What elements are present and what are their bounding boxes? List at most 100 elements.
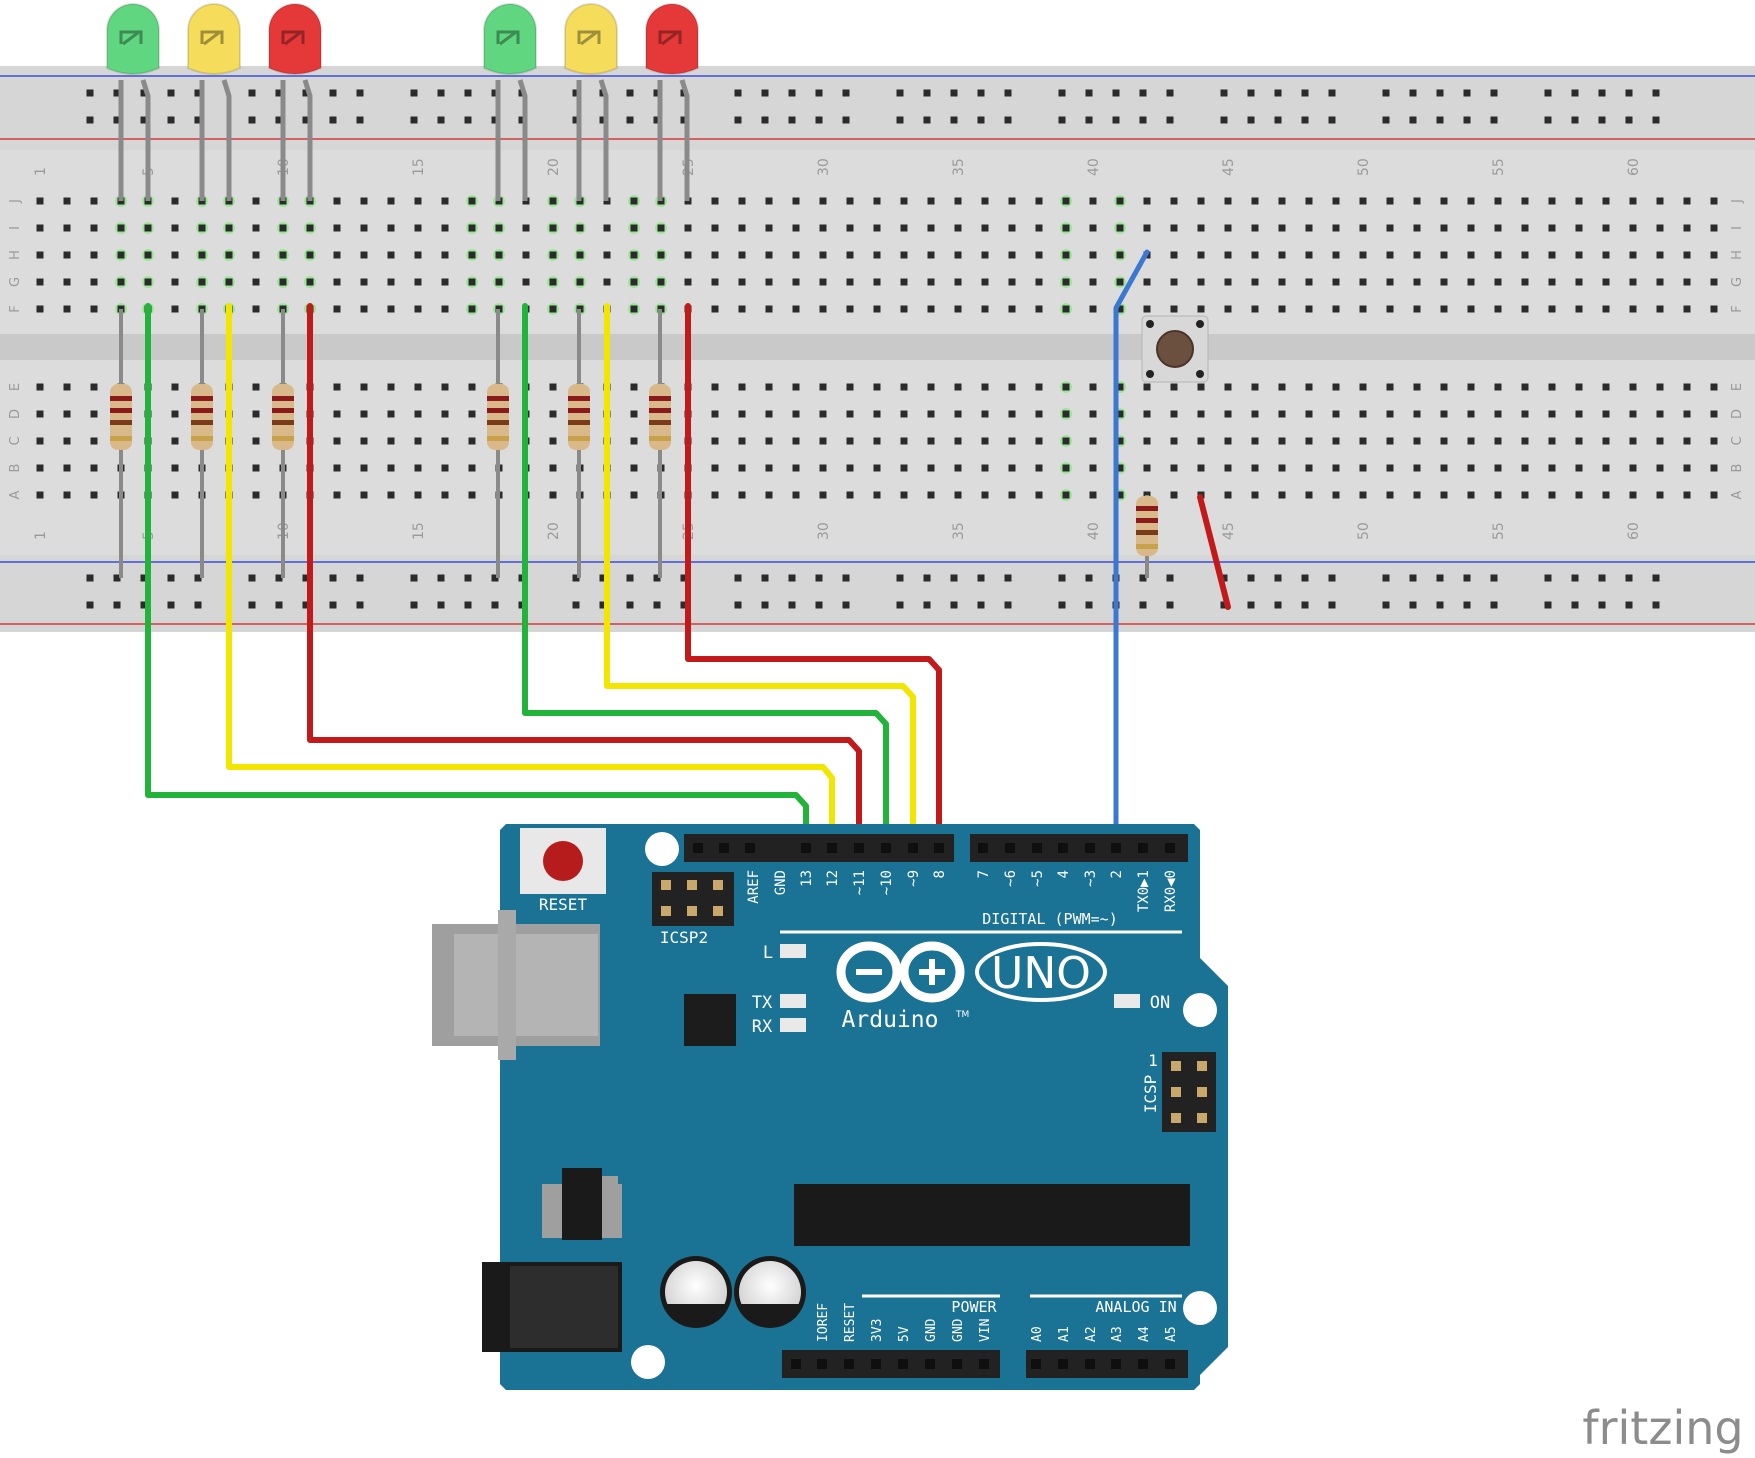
- wire-green-led1-pin13: [145, 303, 809, 853]
- breadboard-hole: [63, 224, 71, 232]
- led-leg: [302, 79, 313, 201]
- breadboard-hole: [792, 305, 800, 313]
- wire-red-button-rail: [1197, 494, 1231, 610]
- breadboard-hole: [1062, 437, 1070, 445]
- rail-hole: [1652, 89, 1660, 97]
- breadboard-hole: [1683, 410, 1691, 418]
- rail-hole: [1652, 574, 1660, 582]
- breadboard-hole: [900, 464, 908, 472]
- breadboard-hole: [441, 224, 449, 232]
- breadboard-holes: [36, 89, 1718, 609]
- breadboard-hole: [198, 224, 206, 232]
- breadboard-hole: [1116, 383, 1124, 391]
- breadboard-hole: [1602, 437, 1610, 445]
- breadboard-hole: [1548, 383, 1556, 391]
- breadboard-hole: [738, 383, 746, 391]
- breadboard-hole: [981, 278, 989, 286]
- breadboard-hole: [1170, 410, 1178, 418]
- breadboard-hole: [603, 251, 611, 259]
- breadboard-hole: [1629, 251, 1637, 259]
- breadboard-hole: [1143, 197, 1151, 205]
- breadboard-hole: [306, 224, 314, 232]
- rail-hole: [626, 89, 634, 97]
- breadboard-hole: [171, 410, 179, 418]
- icsp-pin: [1197, 1087, 1207, 1097]
- fritzing-watermark: fritzing: [1582, 1401, 1743, 1455]
- rail-hole: [1112, 116, 1120, 124]
- breadboard-hole: [36, 224, 44, 232]
- analog-label: ANALOG IN: [1095, 1298, 1176, 1316]
- rail-hole: [1544, 116, 1552, 124]
- breadboard-hole: [657, 251, 665, 259]
- breadboard-hole: [1008, 437, 1016, 445]
- rail-hole: [1274, 574, 1282, 582]
- breadboard-hole: [1197, 410, 1205, 418]
- breadboard-hole: [765, 437, 773, 445]
- rail-hole: [1571, 601, 1579, 609]
- breadboard-hole: [117, 251, 125, 259]
- breadboard-hole: [1170, 278, 1178, 286]
- breadboard-hole: [1602, 278, 1610, 286]
- pushbutton-corner: [1196, 370, 1204, 378]
- breadboard-hole: [1413, 224, 1421, 232]
- breadboard-hole: [1224, 305, 1232, 313]
- rail-hole: [1085, 89, 1093, 97]
- breadboard-hole: [549, 305, 557, 313]
- breadboard-hole: [171, 224, 179, 232]
- breadboard-hole: [414, 410, 422, 418]
- analog-pin-label: A5: [1164, 1326, 1179, 1342]
- breadboard-hole: [738, 251, 746, 259]
- breadboard-hole: [981, 224, 989, 232]
- breadboard-hole: [1548, 437, 1556, 445]
- pushbutton[interactable]: [1141, 315, 1209, 383]
- breadboard-hole: [900, 437, 908, 445]
- breadboard-hole: [1548, 197, 1556, 205]
- breadboard-hole: [1305, 224, 1313, 232]
- breadboard-hole: [846, 251, 854, 259]
- rail-hole: [1625, 601, 1633, 609]
- breadboard-hole: [1251, 464, 1259, 472]
- breadboard-hole: [1359, 251, 1367, 259]
- reset-button[interactable]: [520, 828, 606, 894]
- breadboard-hole: [1683, 278, 1691, 286]
- icsp2-pin: [661, 880, 671, 890]
- rail-hole: [734, 574, 742, 582]
- breadboard-hole: [414, 437, 422, 445]
- rail-hole: [599, 116, 607, 124]
- column-number: 50: [1356, 158, 1372, 176]
- led-on-label: ON: [1150, 993, 1170, 1013]
- breadboard-hole: [1386, 383, 1394, 391]
- breadboard-hole: [1629, 305, 1637, 313]
- breadboard-hole: [1413, 383, 1421, 391]
- digital-pin-label: ~10: [879, 870, 895, 895]
- rail-hole: [1598, 574, 1606, 582]
- rail-hole: [1166, 601, 1174, 609]
- header-pin: [881, 843, 891, 853]
- breadboard-hole: [1413, 305, 1421, 313]
- rail-hole: [1247, 574, 1255, 582]
- rail-hole: [1058, 116, 1066, 124]
- breadboard-hole: [1332, 305, 1340, 313]
- breadboard-hole: [846, 491, 854, 499]
- rail-hole: [1436, 574, 1444, 582]
- breadboard-hole: [1710, 197, 1718, 205]
- digital-label: DIGITAL (PWM=~): [982, 910, 1117, 928]
- breadboard-hole: [1386, 278, 1394, 286]
- breadboard-hole: [1170, 305, 1178, 313]
- rail-hole: [1544, 89, 1552, 97]
- rail-hole: [329, 574, 337, 582]
- reset-label: RESET: [539, 895, 588, 914]
- breadboard-hole: [468, 278, 476, 286]
- breadboard-hole: [1494, 278, 1502, 286]
- rail-hole: [1139, 116, 1147, 124]
- rail-hole: [1409, 89, 1417, 97]
- breadboard-hole: [1629, 464, 1637, 472]
- rail-hole: [761, 574, 769, 582]
- rail-hole: [194, 89, 202, 97]
- row-letter: G: [8, 277, 23, 287]
- breadboard-hole: [1575, 464, 1583, 472]
- breadboard-hole: [1359, 410, 1367, 418]
- breadboard-hole: [954, 197, 962, 205]
- breadboard-hole: [927, 197, 935, 205]
- breadboard-hole: [36, 305, 44, 313]
